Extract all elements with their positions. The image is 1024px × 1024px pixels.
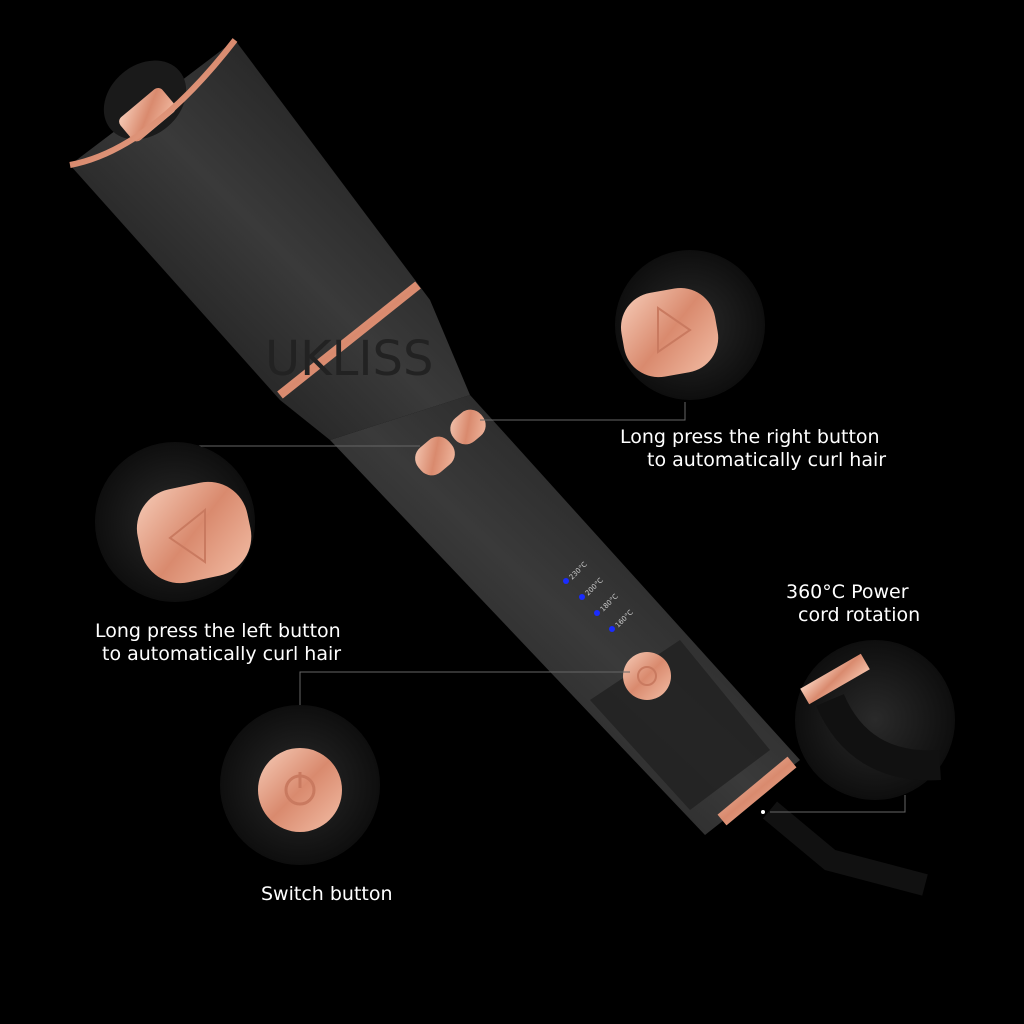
play-right-icon [657,306,692,354]
right-rotate-button[interactable] [445,404,492,450]
temp-led [579,594,585,600]
power-cord-callout [795,640,955,800]
barrel-ring [277,281,421,399]
barrel-edge-trim [69,38,238,168]
play-left-icon [168,507,206,564]
left-rotate-button[interactable] [409,431,460,481]
temp-led [563,578,569,584]
watermark: UKLISS [265,331,433,387]
status-led [761,810,765,814]
end-ring [717,756,797,826]
right-button-callout [615,250,765,400]
temp-led [594,610,600,616]
caption-line: to automatically curl hair [102,643,342,665]
callout-lines [164,402,906,813]
caption-line: Long press the right button [620,426,880,448]
right-button-caption: Long press the right button to automatic… [620,426,886,472]
power-cord-caption: 360°C Power cord rotation [786,581,920,627]
left-button-callout [95,442,255,602]
switch-callout [220,705,380,865]
power-icon [637,666,657,686]
switch-caption: Switch button [261,883,393,905]
barrel [70,40,470,440]
tip-ring [119,87,176,142]
caption-line: to automatically curl hair [647,449,887,471]
caption-line: cord rotation [798,604,921,626]
caption-line: Long press the left button [95,620,341,642]
temp-led [609,626,615,632]
caption-line: 360°C Power [786,581,909,603]
left-button-caption: Long press the left button to automatica… [95,620,341,666]
power-cord [762,801,928,896]
power-button[interactable] [623,652,671,700]
